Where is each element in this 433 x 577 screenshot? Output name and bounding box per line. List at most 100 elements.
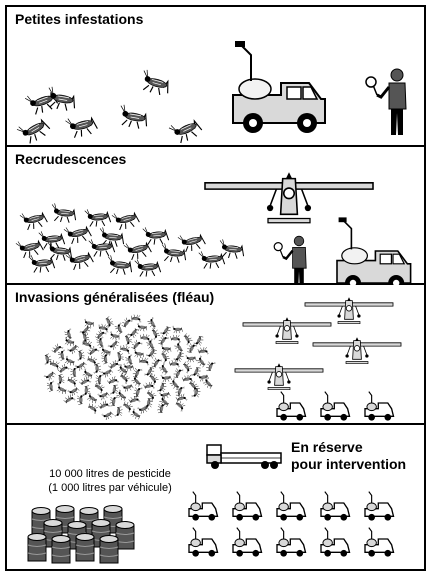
panel-title: Petites infestations <box>15 11 144 27</box>
pickup-truck-sprayer-icon <box>276 491 307 521</box>
locust-icon <box>131 339 143 350</box>
panel-reserve: En réserve pour intervention 10 000 litr… <box>7 425 424 569</box>
locust-icon <box>67 376 78 387</box>
locust-icon <box>56 384 67 394</box>
locust-icon <box>107 340 120 350</box>
panel-scene <box>16 41 407 144</box>
locust-icon <box>57 349 66 361</box>
locust-icon <box>137 405 150 414</box>
locust-icon <box>169 359 180 368</box>
locust-icon <box>110 331 120 341</box>
locust-icon <box>203 377 213 389</box>
locust-icon <box>44 353 52 366</box>
locust-icon <box>70 366 78 378</box>
locust-icon <box>57 373 65 386</box>
locust-icon <box>46 380 55 392</box>
locust-icon <box>81 331 90 344</box>
aircraft-icon <box>234 363 324 391</box>
pickup-truck-sprayer-icon <box>232 491 263 521</box>
locust-icon <box>77 349 85 362</box>
locust-icon <box>171 325 183 334</box>
locust-icon <box>87 392 98 404</box>
pickup-truck-sprayer-icon <box>232 41 326 133</box>
locust-icon <box>124 334 133 346</box>
locust-icon <box>131 314 142 323</box>
locust-icon <box>48 86 76 111</box>
locust-icon <box>99 227 125 247</box>
pesticide-note: 10 000 litres de pesticide (1 000 litres… <box>31 467 189 495</box>
locust-icon <box>122 401 133 413</box>
locust-icon <box>136 323 148 332</box>
reserve-label: En réserve pour intervention <box>291 439 406 473</box>
reserve-line-2: pour intervention <box>291 456 407 472</box>
locust-icon <box>57 363 70 374</box>
locust-icon <box>94 382 105 394</box>
locust-icon <box>64 328 73 341</box>
locust-group <box>15 203 245 277</box>
locust-icon <box>151 327 160 340</box>
locust-icon <box>38 231 66 249</box>
pickup-truck-sprayer-icon <box>276 391 307 421</box>
locust-icon <box>93 363 101 374</box>
panel-scene <box>43 297 402 421</box>
locust-icon <box>143 381 156 390</box>
locust-icon <box>191 388 201 398</box>
locust-icon <box>132 367 143 378</box>
locust-icon <box>16 118 51 144</box>
locust-icon <box>157 382 167 393</box>
locust-icon <box>133 387 143 397</box>
locust-icon <box>175 386 185 396</box>
locust-icon <box>197 347 209 355</box>
lorry-icon <box>206 444 282 469</box>
locust-icon <box>219 239 245 259</box>
pickup-truck-sprayer-icon <box>364 391 395 421</box>
locust-icon <box>157 403 166 414</box>
locust-swarm <box>43 314 216 421</box>
locust-icon <box>47 241 73 261</box>
locust-icon <box>123 241 152 261</box>
reserve-line-1: En réserve <box>291 439 363 455</box>
locust-icon <box>130 408 141 420</box>
locust-icon <box>82 385 91 396</box>
locust-icon <box>88 239 116 257</box>
locust-icon <box>168 119 203 144</box>
locust-icon <box>100 368 114 378</box>
locust-icon <box>101 353 109 365</box>
panel-small-infestations: Petites infestations <box>7 7 424 147</box>
locust-icon <box>116 389 127 401</box>
locust-icon <box>127 328 139 339</box>
locust-icon <box>79 376 92 386</box>
locust-icon <box>95 374 104 385</box>
locust-icon <box>24 91 59 115</box>
locust-icon <box>181 374 194 383</box>
locust-icon <box>183 333 193 346</box>
aircraft-icon <box>204 172 374 224</box>
locust-icon <box>173 352 184 362</box>
pickup-truck-sprayer-icon <box>364 527 395 557</box>
locust-icon <box>74 361 87 371</box>
locust-icon <box>49 360 60 370</box>
pesticide-line-2: (1 000 litres par véhicule) <box>48 482 172 494</box>
locust-icon <box>88 403 98 414</box>
locust-icon <box>110 384 119 395</box>
aircraft-group <box>234 297 402 391</box>
locust-icon <box>144 398 153 408</box>
locust-icon <box>82 339 93 350</box>
locust-icon <box>159 395 170 408</box>
locust-icon <box>28 255 56 273</box>
diagram-frame: Petites infestations Recrudescences Inva… <box>5 5 426 571</box>
locust-icon <box>76 394 85 405</box>
locust-icon <box>158 335 169 346</box>
pickup-truck-sprayer-icon <box>232 41 326 133</box>
locust-icon <box>111 211 140 231</box>
locust-icon <box>64 337 75 347</box>
locust-icon <box>159 362 169 375</box>
pickup-truck-sprayer-icon <box>336 217 412 285</box>
locust-icon <box>191 367 201 377</box>
locust-icon <box>67 344 79 355</box>
locust-icon <box>198 251 226 269</box>
locust-icon <box>84 318 94 328</box>
locust-icon <box>114 322 123 335</box>
locust-icon <box>82 368 93 379</box>
locust-icon <box>125 354 134 366</box>
